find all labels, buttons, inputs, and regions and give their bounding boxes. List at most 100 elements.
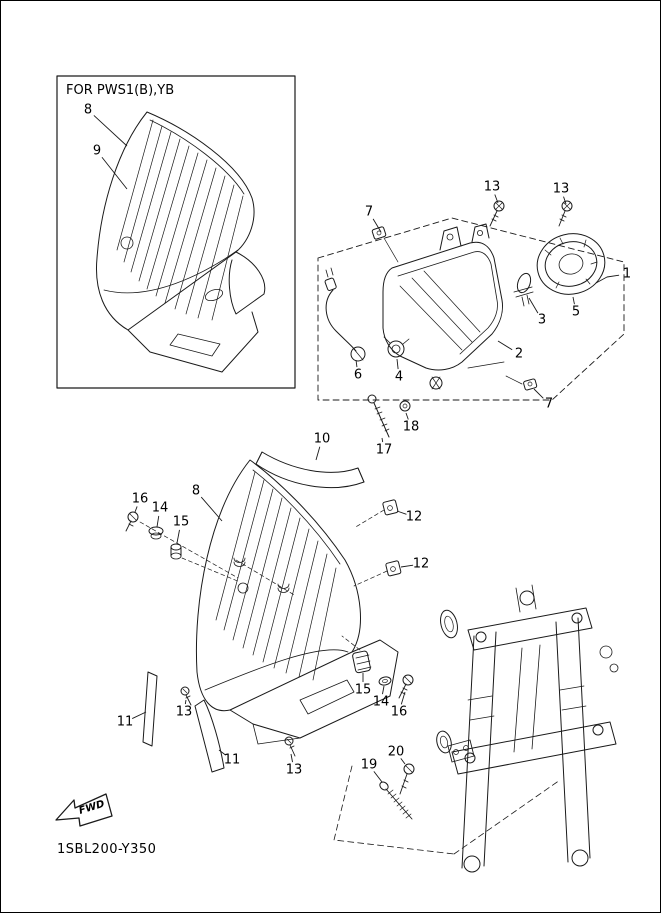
fastener-alignment-dashes-left [139, 521, 241, 583]
callout-label: 13 [484, 180, 501, 195]
callout-label: 7 [365, 205, 373, 220]
callout-leader [563, 196, 567, 205]
washer-18 [399, 400, 411, 412]
strip-11-left [142, 671, 158, 747]
cowl-clip-detail-2 [277, 583, 290, 593]
callout-leader [218, 749, 226, 756]
callout-leader [200, 496, 223, 522]
callout-label: 17 [376, 443, 393, 458]
callout-label: 1 [623, 267, 631, 282]
fwd-marker: FWD [55, 793, 113, 827]
visor-hatching [116, 119, 244, 321]
screw-13-left [489, 200, 505, 227]
callout-leader [405, 412, 409, 420]
spring-screw-19 [379, 781, 413, 820]
bracket-12-lower [353, 560, 402, 587]
strip-11-right [194, 699, 225, 773]
callout-leader [494, 194, 499, 204]
clip-7-top [371, 226, 399, 263]
pws-visor-drawing [95, 111, 266, 373]
callout-leader [156, 515, 160, 528]
callout-leader [134, 506, 138, 513]
callout-leader [176, 529, 180, 544]
washer-14-right [378, 676, 392, 686]
grommet-14-left [148, 526, 164, 540]
bulb-part [513, 272, 534, 307]
bolt-17 [367, 394, 390, 438]
callout-leader [132, 711, 147, 719]
bolt-20 [399, 763, 415, 795]
variant-box: FOR PWS1(B),YB [56, 75, 296, 389]
cowl-clip-detail-1 [233, 557, 246, 567]
callout-leader [101, 157, 128, 190]
callout-leader [528, 297, 539, 314]
callout-leader [381, 437, 384, 443]
screw-13-right [558, 200, 573, 227]
callout-leader [382, 685, 385, 695]
callout-leader [572, 296, 575, 305]
callout-label: 13 [286, 763, 303, 778]
headlight-assembly-region [317, 217, 625, 401]
screw-13-cowl-left [180, 686, 192, 706]
callout-label: 16 [391, 705, 408, 720]
fwd-label: FWD [78, 799, 106, 817]
main-cowl [195, 459, 399, 745]
callout-leader [184, 699, 187, 705]
callout-label: 8 [84, 103, 92, 118]
callout-label: 19 [361, 758, 378, 773]
variant-box-label: FOR PWS1(B),YB [66, 83, 174, 98]
callout-label: 2 [515, 347, 523, 362]
clip-7-bottom [505, 375, 538, 391]
callout-label: 5 [572, 305, 580, 320]
callout-leader [290, 753, 293, 763]
callout-label: 12 [406, 510, 423, 525]
callout-label: 6 [354, 368, 362, 383]
part-code-label: 1SBL200-Y350 [57, 842, 156, 857]
screw-13-cowl-right [284, 736, 296, 757]
bracket-12-upper [353, 499, 399, 529]
headlight-unit [382, 223, 505, 390]
callout-label: 13 [553, 182, 570, 197]
visor-logo-circle [120, 236, 134, 250]
rim-leader-line [595, 276, 608, 284]
callout-leader [400, 564, 414, 568]
callout-label: 16 [132, 492, 149, 507]
wire-connector-6 [324, 267, 366, 362]
callout-label: 11 [224, 753, 241, 768]
callout-leader [315, 446, 321, 461]
callout-leader [533, 388, 544, 399]
callout-leader [400, 691, 406, 705]
callout-label: 8 [192, 484, 200, 499]
callout-label: 10 [314, 432, 331, 447]
callout-leader [372, 218, 382, 233]
collar-15-left [170, 543, 182, 560]
screw-16-right [398, 674, 414, 699]
bulb-socket-4 [383, 336, 410, 358]
callout-leader [497, 340, 513, 351]
callout-label: 15 [355, 683, 372, 698]
callout-label: 13 [176, 705, 193, 720]
fork-assembly [333, 584, 619, 873]
callout-leader [400, 758, 406, 765]
callout-label: 3 [538, 313, 546, 328]
callout-label: 12 [413, 557, 430, 572]
callout-label: 15 [173, 515, 190, 530]
screw-16-left [125, 511, 139, 532]
callout-leader [396, 510, 407, 515]
callout-label: 9 [93, 144, 101, 159]
callout-label: 7 [545, 397, 553, 412]
callout-leader [396, 358, 399, 370]
callout-leader [373, 771, 383, 783]
callout-label: 20 [388, 745, 405, 760]
callout-label: 4 [395, 370, 403, 385]
callout-label: 14 [152, 501, 169, 516]
brace-10 [255, 451, 365, 488]
headlight-rim [536, 233, 606, 295]
callout-label: 14 [373, 695, 390, 710]
damper-15-right [341, 635, 372, 674]
callout-leader [93, 115, 128, 147]
